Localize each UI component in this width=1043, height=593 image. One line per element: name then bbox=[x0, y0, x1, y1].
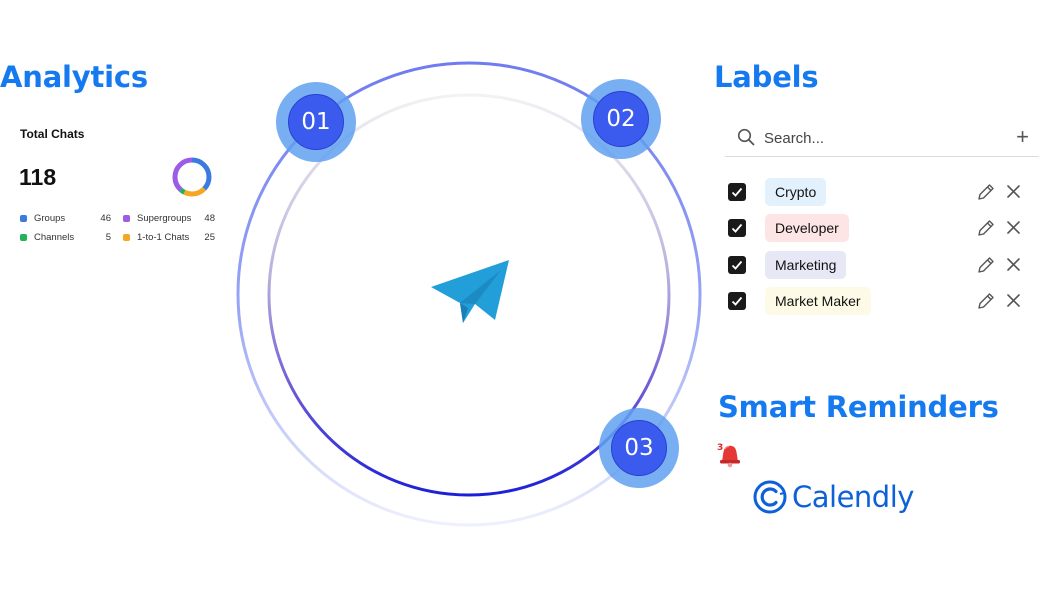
telegram-icon bbox=[431, 260, 509, 323]
legend-item-supergroups: Supergroups bbox=[123, 213, 191, 224]
legend-count-1-to-1-chats: 25 bbox=[204, 232, 215, 243]
legend-count-channels: 5 bbox=[105, 232, 111, 243]
label-row-marketing: Marketing bbox=[727, 250, 1039, 280]
label-checkbox[interactable] bbox=[728, 256, 746, 274]
calendly-logo-icon bbox=[753, 480, 787, 514]
legend-item-groups: Groups bbox=[20, 213, 65, 224]
chat-distribution-donut bbox=[172, 157, 212, 197]
add-label-icon[interactable]: + bbox=[1016, 124, 1029, 149]
pencil-icon[interactable] bbox=[976, 255, 996, 275]
bell-badge: 3 bbox=[717, 443, 723, 453]
analytics-title: Analytics bbox=[0, 60, 148, 94]
step-badge-02: 02 bbox=[581, 79, 661, 159]
close-icon[interactable] bbox=[1006, 220, 1021, 235]
checkmark-icon bbox=[731, 260, 743, 270]
legend-label: Groups bbox=[34, 213, 66, 224]
legend-dot bbox=[20, 234, 27, 241]
label-row-crypto: Crypto bbox=[727, 177, 1039, 207]
step-number: 01 bbox=[288, 94, 344, 150]
step-badge-01: 01 bbox=[276, 82, 356, 162]
checkmark-icon bbox=[731, 223, 743, 233]
label-chip[interactable]: Crypto bbox=[765, 178, 827, 206]
legend-dot bbox=[123, 215, 130, 222]
legend-label: Supergroups bbox=[137, 213, 192, 224]
calendly-brand: Calendly bbox=[753, 480, 914, 514]
step-badge-03: 03 bbox=[599, 408, 679, 488]
workflow-ring-graphic bbox=[230, 60, 710, 530]
legend-dot bbox=[20, 215, 27, 222]
pencil-icon[interactable] bbox=[976, 291, 996, 311]
bell-icon: 3 bbox=[717, 443, 740, 468]
legend-label: 1-to-1 Chats bbox=[137, 232, 190, 243]
smart-reminders-title: Smart Reminders bbox=[718, 390, 999, 424]
pencil-icon[interactable] bbox=[976, 182, 996, 202]
pencil-icon[interactable] bbox=[976, 218, 996, 238]
close-icon[interactable] bbox=[1006, 293, 1021, 308]
label-checkbox[interactable] bbox=[728, 219, 746, 237]
legend-item-channels: Channels bbox=[20, 232, 74, 243]
label-checkbox[interactable] bbox=[728, 292, 746, 310]
labels-title: Labels bbox=[714, 60, 819, 94]
legend-count-groups: 46 bbox=[100, 213, 111, 224]
legend-dot bbox=[123, 234, 130, 241]
label-search-input[interactable] bbox=[762, 124, 996, 152]
total-chats-label: Total Chats bbox=[20, 127, 85, 141]
total-chats-value: 118 bbox=[19, 164, 57, 190]
calendly-wordmark: Calendly bbox=[792, 480, 914, 514]
label-chip[interactable]: Market Maker bbox=[765, 287, 871, 315]
checkmark-icon bbox=[731, 296, 743, 306]
close-icon[interactable] bbox=[1006, 257, 1021, 272]
legend-item-1-to-1-chats: 1-to-1 Chats bbox=[123, 232, 189, 243]
legend-label: Channels bbox=[34, 232, 75, 243]
donut-segment-1-to-1-chats bbox=[172, 157, 212, 197]
workflow-rings bbox=[236, 61, 702, 527]
label-row-market-maker: Market Maker bbox=[727, 286, 1039, 316]
close-icon[interactable] bbox=[1006, 184, 1021, 199]
checkmark-icon bbox=[731, 187, 743, 197]
label-search-bar: + bbox=[725, 118, 1039, 157]
label-chip[interactable]: Marketing bbox=[765, 251, 847, 279]
search-icon bbox=[737, 128, 755, 146]
label-chip[interactable]: Developer bbox=[765, 214, 849, 242]
step-number: 02 bbox=[593, 91, 649, 147]
label-row-developer: Developer bbox=[727, 213, 1039, 243]
donut-segment-supergroups bbox=[172, 157, 212, 197]
step-number: 03 bbox=[611, 420, 667, 476]
legend-count-supergroups: 48 bbox=[204, 213, 215, 224]
label-checkbox[interactable] bbox=[728, 183, 746, 201]
